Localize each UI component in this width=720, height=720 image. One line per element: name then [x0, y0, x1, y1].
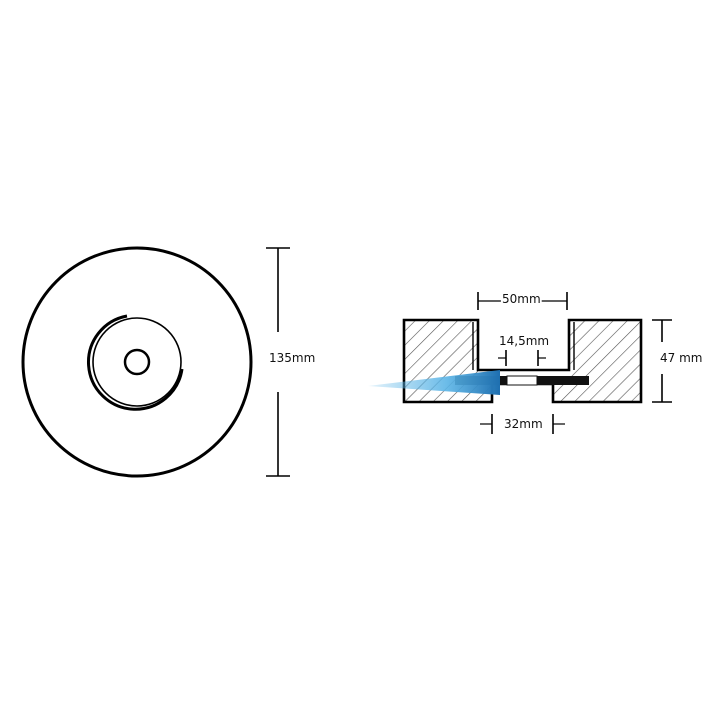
diameter-label: 135mm	[269, 351, 315, 365]
section-outline	[402, 318, 643, 404]
height-dimension: 47 mm	[652, 319, 702, 403]
top-bore-label: 50mm	[502, 292, 541, 306]
insert-plate-hole	[506, 375, 538, 386]
blue-highlight-arrow	[368, 370, 500, 395]
bottom-right-hatched-section	[553, 384, 569, 402]
bottom-recess-dimension: 32mm	[480, 414, 565, 434]
insert-plate-right	[537, 376, 589, 385]
front-view	[21, 246, 253, 478]
outer-disc-outline	[21, 246, 253, 478]
bolt-hole-label: 14,5mm	[499, 334, 549, 348]
bolt-hole-dimension: 14,5mm	[498, 334, 549, 366]
diameter-dimension: 135mm	[266, 247, 315, 477]
bottom-recess-label: 32mm	[504, 417, 543, 431]
right-hatched-section	[569, 320, 641, 402]
top-bore-dimension: 50mm	[477, 290, 568, 310]
center-hole-outline	[123, 348, 151, 376]
section-view	[368, 318, 643, 404]
inner-ring-shadow-arc	[87, 314, 184, 411]
height-label: 47 mm	[660, 351, 702, 365]
inner-ring-outline	[92, 317, 182, 407]
